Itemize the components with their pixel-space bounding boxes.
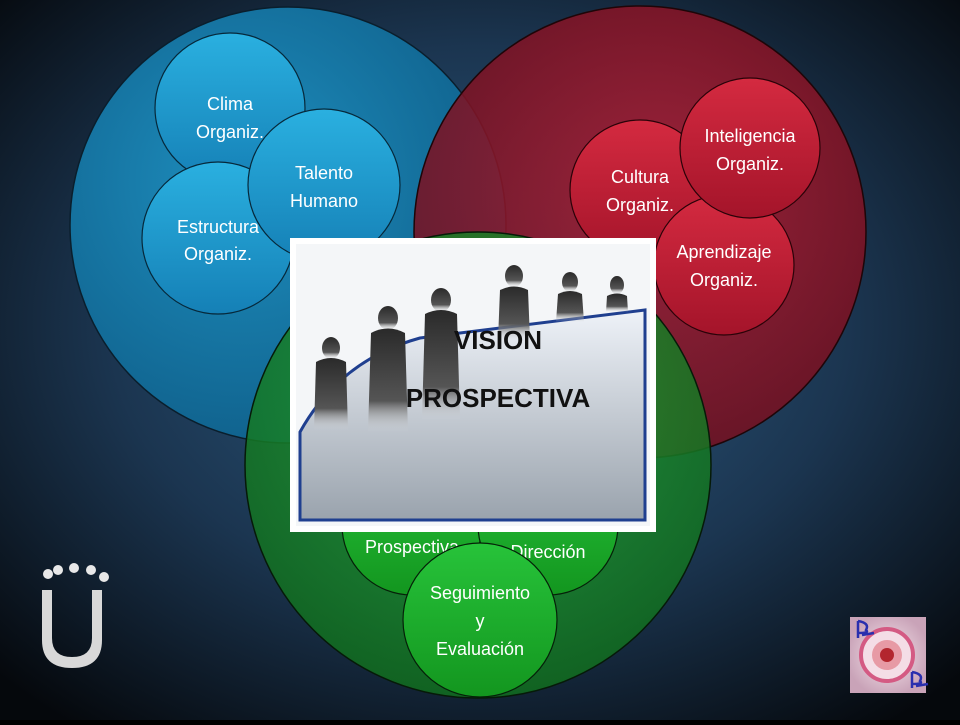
green-item-seguimiento-line2: y [476, 611, 485, 631]
blue-item-talento-line2: Humano [290, 191, 358, 211]
university-logo-left [42, 563, 109, 668]
title-line2: PROSPECTIVA [406, 383, 591, 413]
blue-item-estructura-line2: Organiz. [184, 244, 252, 264]
blue-item-estructura-line1: Estructura [177, 217, 260, 237]
blue-item-talento: Talento Humano [247, 108, 401, 262]
red-item-inteligencia-line2: Organiz. [716, 154, 784, 174]
green-item-direccion-line1: Dirección [510, 542, 585, 562]
red-item-cultura-line1: Cultura [611, 167, 670, 187]
red-item-aprendizaje-line1: Aprendizaje [676, 242, 771, 262]
red-item-cultura-line2: Organiz. [606, 195, 674, 215]
blue-item-talento-line1: Talento [295, 163, 353, 183]
emblem-logo-right [850, 617, 929, 693]
red-item-inteligencia: Inteligencia Organiz. [679, 77, 821, 219]
green-item-seguimiento-line1: Seguimiento [430, 583, 530, 603]
green-item-seguimiento-line3: Evaluación [436, 639, 524, 659]
red-item-aprendizaje-line2: Organiz. [690, 270, 758, 290]
blue-item-clima-line2: Organiz. [196, 122, 264, 142]
green-item-seguimiento: Seguimiento y Evaluación [402, 542, 558, 698]
u-letter-shape [42, 590, 102, 668]
green-item-prospectiva-line1: Prospectiva [365, 537, 460, 557]
title-line1: VISION [454, 325, 542, 355]
center-image-panel: VISION PROSPECTIVA [290, 238, 656, 532]
blue-item-clima-line1: Clima [207, 94, 254, 114]
red-item-inteligencia-line1: Inteligencia [704, 126, 796, 146]
red-item-aprendizaje: Aprendizaje Organiz. [653, 194, 795, 336]
business-people-figures [314, 265, 628, 432]
